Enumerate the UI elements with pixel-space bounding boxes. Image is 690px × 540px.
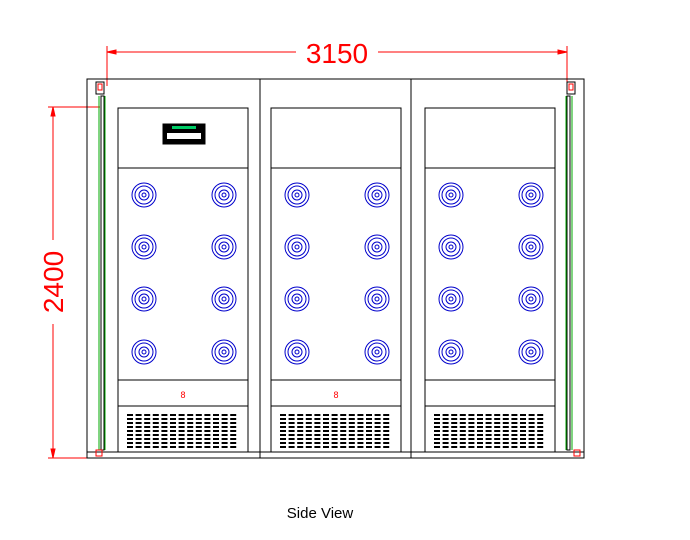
louvre-panel bbox=[117, 405, 249, 453]
air-nozzle-icon bbox=[518, 339, 544, 365]
air-nozzle-icon bbox=[211, 182, 237, 208]
air-nozzle-icon bbox=[518, 182, 544, 208]
air-nozzle-icon bbox=[518, 286, 544, 312]
louvre-grille bbox=[127, 414, 237, 448]
door-strip bbox=[424, 379, 556, 407]
air-nozzle-icon bbox=[131, 339, 157, 365]
air-nozzle-icon bbox=[438, 286, 464, 312]
air-nozzle-icon bbox=[518, 234, 544, 260]
louvre-grille bbox=[280, 414, 390, 448]
air-nozzle-icon bbox=[211, 234, 237, 260]
door-marker-label: 8 bbox=[180, 390, 185, 400]
air-nozzle-icon bbox=[364, 234, 390, 260]
width-label-bg bbox=[296, 38, 378, 66]
louvre-panel bbox=[270, 405, 402, 453]
air-nozzle-icon bbox=[131, 286, 157, 312]
bay-middle: 8 bbox=[270, 107, 402, 453]
air-nozzle-icon bbox=[284, 339, 310, 365]
right-frame-strip bbox=[565, 81, 581, 457]
air-nozzle-icon bbox=[364, 339, 390, 365]
air-nozzle-icon bbox=[284, 234, 310, 260]
air-nozzle-icon bbox=[284, 286, 310, 312]
door-marker-label: 8 bbox=[333, 390, 338, 400]
nozzle-panel bbox=[117, 167, 249, 381]
air-nozzle-icon bbox=[438, 182, 464, 208]
drawing-caption: Side View bbox=[286, 505, 354, 522]
bay-left: 8 bbox=[117, 107, 249, 453]
louvre-grille bbox=[434, 414, 544, 448]
air-nozzle-icon bbox=[438, 339, 464, 365]
air-nozzle-icon bbox=[364, 286, 390, 312]
display-indicator bbox=[172, 126, 196, 129]
bay-right bbox=[424, 107, 556, 453]
air-nozzle-icon bbox=[131, 182, 157, 208]
upper-panel bbox=[424, 107, 556, 169]
louvre-panel bbox=[424, 405, 556, 453]
air-nozzle-icon bbox=[364, 182, 390, 208]
air-nozzle-icon bbox=[284, 182, 310, 208]
air-nozzle-icon bbox=[438, 234, 464, 260]
nozzle-panel bbox=[270, 167, 402, 381]
display-readout bbox=[167, 133, 201, 139]
nozzle-panel bbox=[424, 167, 556, 381]
cabinet-frame bbox=[86, 78, 585, 459]
height-dimension-label: 2400 bbox=[38, 251, 69, 313]
height-label-bg bbox=[40, 240, 68, 324]
left-frame-strip bbox=[95, 81, 106, 457]
air-nozzle-icon bbox=[211, 286, 237, 312]
width-dimension-label: 3150 bbox=[306, 38, 368, 69]
control-display-icon bbox=[162, 123, 206, 145]
air-nozzle-icon bbox=[131, 234, 157, 260]
upper-panel bbox=[270, 107, 402, 169]
air-nozzle-icon bbox=[211, 339, 237, 365]
